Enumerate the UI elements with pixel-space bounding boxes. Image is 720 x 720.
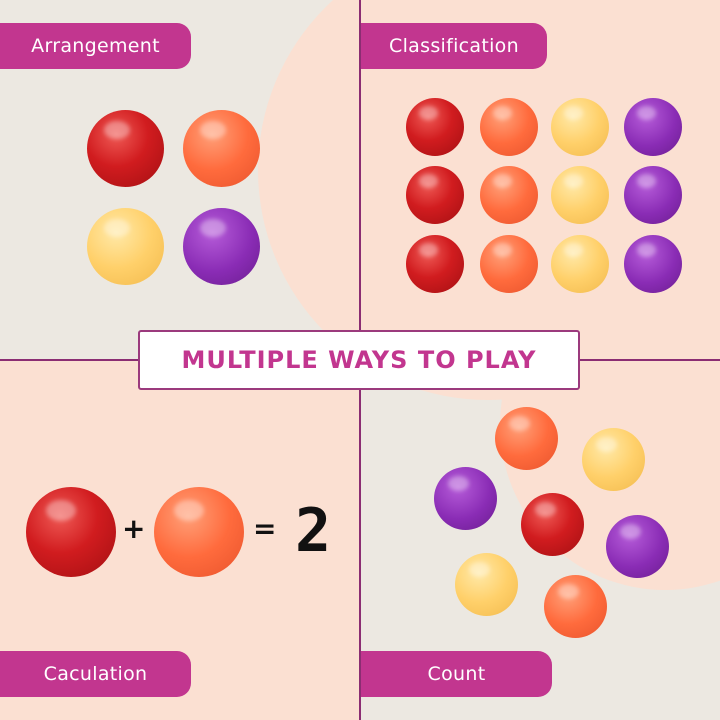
ball-red — [406, 98, 464, 156]
ball-yellow — [582, 428, 645, 491]
label-calculation: Caculation — [0, 651, 191, 697]
ball-red — [26, 487, 116, 577]
ball-yellow — [551, 235, 609, 293]
label-arrangement: Arrangement — [0, 23, 191, 69]
calculation-result: 2 — [295, 496, 332, 566]
plus-sign: + — [122, 512, 146, 545]
ball-red — [87, 110, 164, 187]
label-count: Count — [361, 651, 552, 697]
ball-orange — [495, 407, 558, 470]
ball-purple — [606, 515, 669, 578]
label-classification: Classification — [361, 23, 547, 69]
ball-orange — [183, 110, 260, 187]
ball-orange — [480, 235, 538, 293]
banner-title: MULTIPLE WAYS TO PLAY — [138, 330, 580, 390]
ball-red — [521, 493, 584, 556]
ball-purple — [624, 235, 682, 293]
ball-orange — [480, 98, 538, 156]
equals-sign: = — [253, 512, 277, 545]
ball-yellow — [455, 553, 518, 616]
ball-yellow — [87, 208, 164, 285]
ball-orange — [544, 575, 607, 638]
ball-yellow — [551, 166, 609, 224]
ball-red — [406, 166, 464, 224]
ball-orange — [480, 166, 538, 224]
ball-yellow — [551, 98, 609, 156]
ball-orange — [154, 487, 244, 577]
ball-purple — [183, 208, 260, 285]
ball-purple — [624, 98, 682, 156]
ball-purple — [624, 166, 682, 224]
ball-red — [406, 235, 464, 293]
ball-purple — [434, 467, 497, 530]
